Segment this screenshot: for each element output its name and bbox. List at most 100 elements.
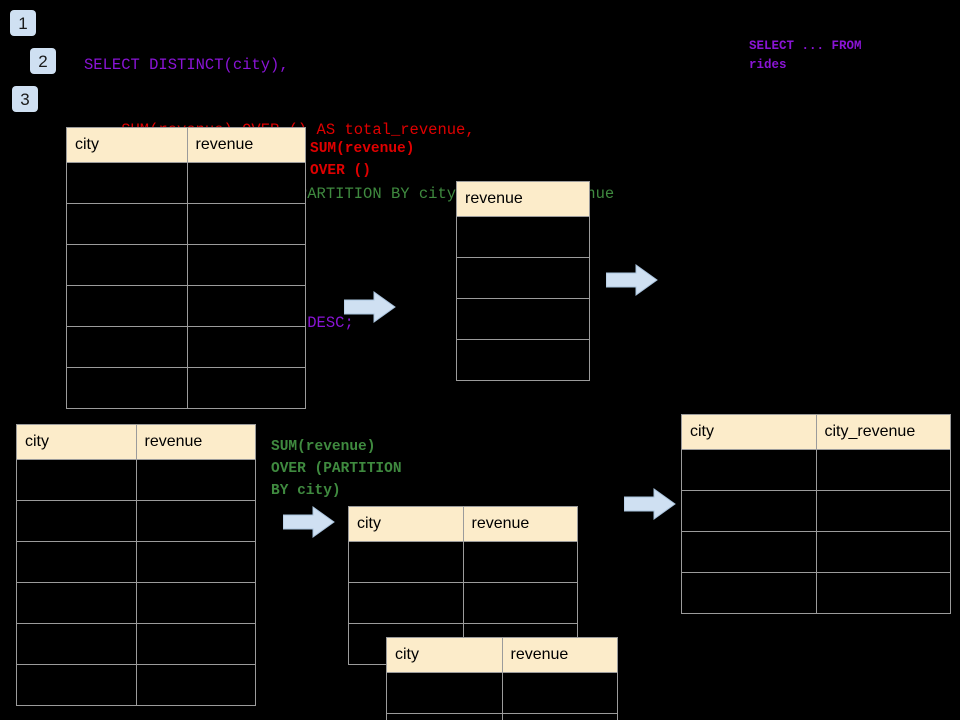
table-cell — [462, 541, 578, 583]
table-row — [681, 572, 951, 614]
column-header-city: city — [348, 506, 464, 542]
table-cell — [135, 459, 256, 501]
table-row — [66, 326, 306, 368]
table-header-row: city revenue — [16, 424, 256, 460]
table-cell — [66, 244, 188, 286]
table-body — [66, 162, 306, 409]
table-body — [681, 449, 951, 614]
table-cell — [186, 326, 306, 368]
table-cell — [66, 367, 188, 409]
table-row — [16, 500, 256, 542]
table-source-rides: city revenue — [66, 127, 306, 409]
table-cell — [16, 582, 137, 624]
annotation-sum-over-empty: SUM(revenue) OVER () — [310, 141, 415, 179]
table-row — [66, 244, 306, 286]
annotation-sum-over-partition: SUM(revenue) OVER (PARTITION BY city) — [271, 439, 402, 499]
table-cell — [681, 490, 817, 532]
table-cell — [348, 582, 464, 624]
table-header-row: city revenue — [386, 637, 618, 673]
step-badge-3: 3 — [12, 86, 38, 112]
table-row — [386, 672, 618, 714]
table-body — [386, 672, 618, 720]
table-cell — [681, 572, 817, 614]
table-cell — [186, 285, 306, 327]
table-cell — [186, 203, 306, 245]
table-cell — [456, 216, 590, 258]
table-cell — [462, 582, 578, 624]
table-row — [456, 339, 590, 381]
column-header-city: city — [386, 637, 503, 673]
column-header-revenue: revenue — [462, 506, 578, 542]
table-row — [681, 490, 951, 532]
table-header-row: city revenue — [66, 127, 306, 163]
table-cell — [815, 490, 951, 532]
table-partition-group-b: city revenue — [386, 637, 618, 720]
table-row — [681, 449, 951, 491]
table-cell — [386, 713, 503, 720]
table-cell — [135, 623, 256, 665]
table-cell — [456, 298, 590, 340]
sql-line-1: SELECT DISTINCT(city), — [84, 56, 289, 74]
table-row — [681, 531, 951, 573]
table-row — [16, 459, 256, 501]
table-row — [456, 216, 590, 258]
step-badge-1-label: 1 — [18, 13, 28, 33]
table-body — [456, 216, 590, 381]
table-cell — [186, 367, 306, 409]
step-badge-3-label: 3 — [20, 89, 30, 109]
step-badge-2-label: 2 — [38, 51, 48, 71]
table-body — [16, 459, 256, 706]
table-cell — [501, 672, 618, 714]
column-header-revenue: revenue — [456, 181, 590, 217]
table-row — [386, 713, 618, 720]
table-row — [16, 623, 256, 665]
table-header-row: revenue — [456, 181, 590, 217]
table-row — [348, 582, 578, 624]
table-cell — [16, 500, 137, 542]
column-header-city: city — [66, 127, 188, 163]
table-cell — [501, 713, 618, 720]
table-row — [66, 367, 306, 409]
table-cell — [681, 449, 817, 491]
table-row — [66, 203, 306, 245]
column-header-city-revenue: city_revenue — [815, 414, 951, 450]
table-partition-group-a: city revenue — [348, 506, 578, 665]
annotation-source-query: SELECT ... FROM rides — [749, 39, 862, 72]
table-cell — [135, 500, 256, 542]
table-header-row: city city_revenue — [681, 414, 951, 450]
table-row — [66, 162, 306, 204]
column-header-city: city — [681, 414, 817, 450]
column-header-revenue: revenue — [501, 637, 618, 673]
table-result: city city_revenue — [681, 414, 951, 614]
table-cell — [456, 257, 590, 299]
table-cell — [681, 531, 817, 573]
table-cell — [815, 449, 951, 491]
table-row — [16, 664, 256, 706]
table-cell — [66, 326, 188, 368]
table-cell — [16, 664, 137, 706]
table-cell — [16, 459, 137, 501]
table-cell — [815, 531, 951, 573]
table-cell — [135, 582, 256, 624]
table-cell — [186, 244, 306, 286]
arrow-partition-source-to-groups — [283, 505, 335, 539]
column-header-city: city — [16, 424, 137, 460]
table-cell — [66, 162, 188, 204]
arrow-total-to-result — [606, 263, 658, 297]
arrow-source-to-total — [344, 290, 396, 324]
table-cell — [386, 672, 503, 714]
table-cell — [66, 285, 188, 327]
table-row — [66, 285, 306, 327]
table-row — [16, 541, 256, 583]
table-cell — [815, 572, 951, 614]
table-partition-source: city revenue — [16, 424, 256, 706]
table-row — [348, 541, 578, 583]
table-row — [456, 257, 590, 299]
arrow-groups-to-result — [624, 487, 676, 521]
table-row — [456, 298, 590, 340]
table-row — [16, 582, 256, 624]
column-header-revenue: revenue — [135, 424, 256, 460]
table-cell — [135, 664, 256, 706]
table-cell — [135, 541, 256, 583]
